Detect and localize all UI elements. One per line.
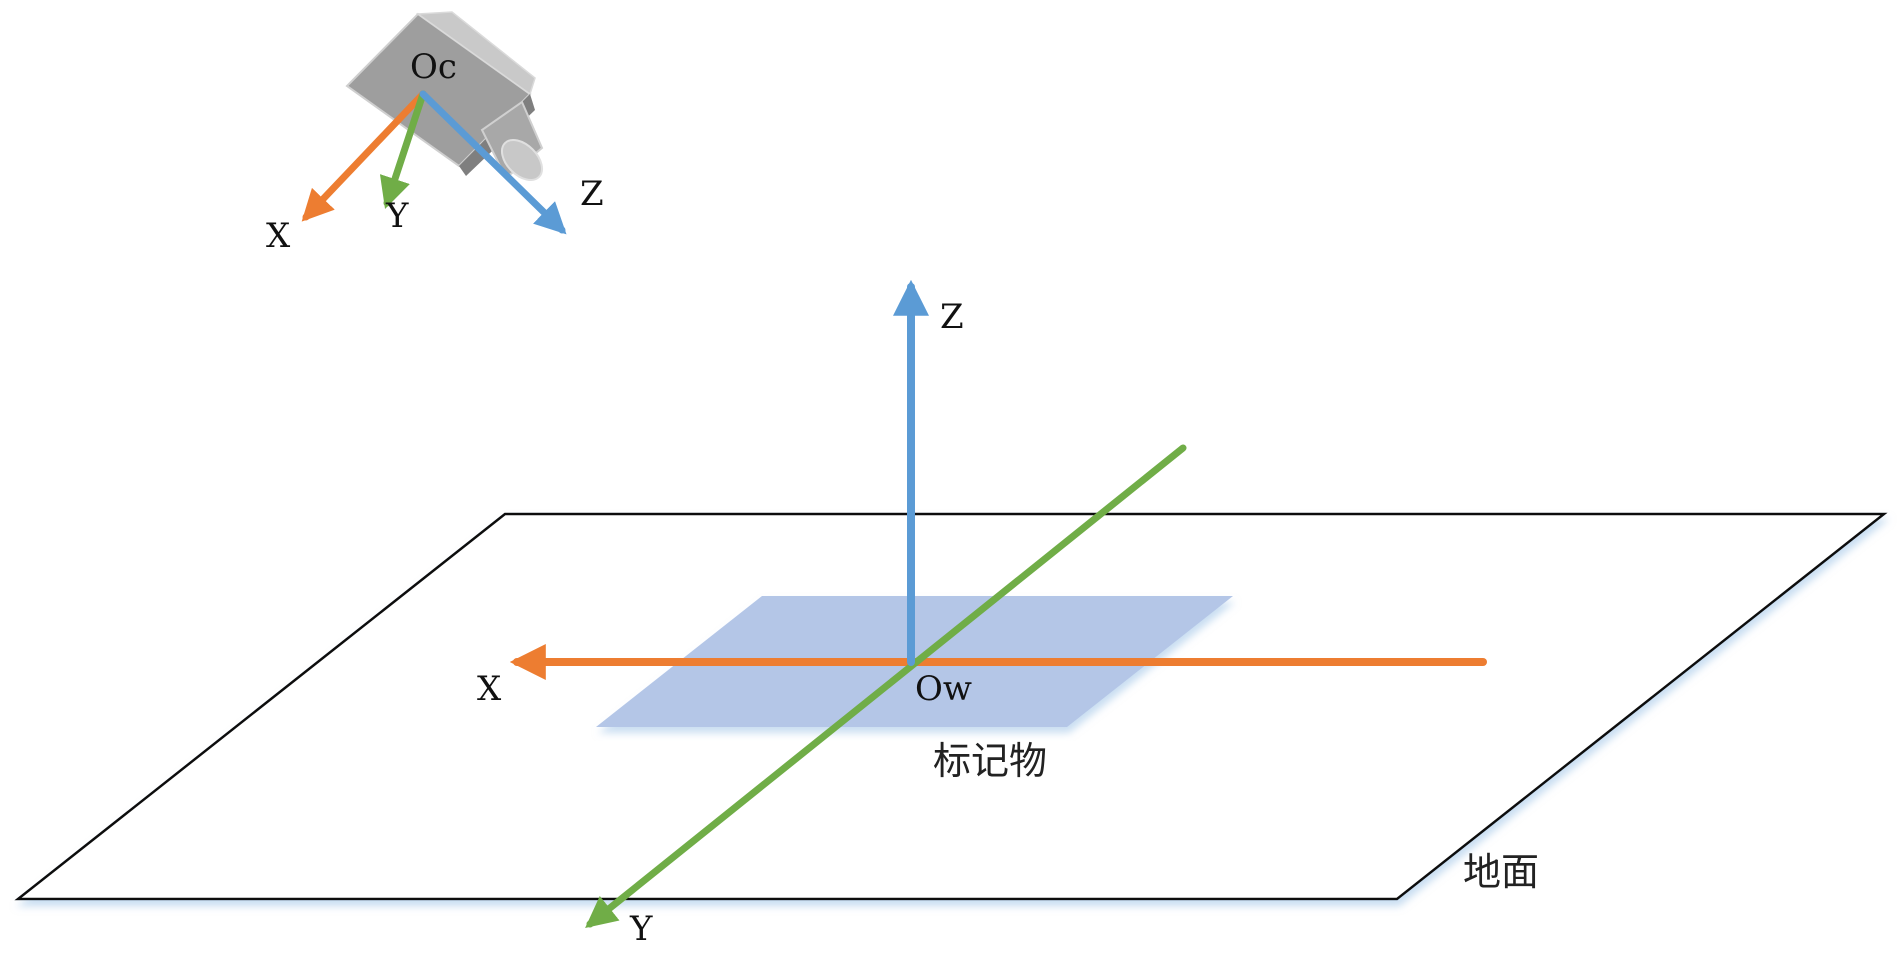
camera-origin-label: Oc bbox=[410, 47, 457, 87]
world-y-label: Y bbox=[629, 909, 653, 949]
world-z-label: Z bbox=[940, 297, 964, 337]
camera-y-label: Y bbox=[385, 196, 409, 236]
ground-label: 地面 bbox=[1463, 850, 1539, 894]
world-x-label: X bbox=[477, 669, 502, 709]
camera-y-axis bbox=[379, 90, 427, 209]
camera-x-axis bbox=[301, 90, 427, 222]
camera-z-label: Z bbox=[580, 174, 604, 214]
marker-label: 标记物 bbox=[933, 739, 1047, 783]
camera-z-axis bbox=[419, 90, 567, 235]
camera-icon bbox=[345, 11, 544, 182]
camera-x-label: X bbox=[266, 216, 291, 256]
world-origin-label: Ow bbox=[915, 669, 972, 709]
world-y-axis bbox=[585, 444, 1187, 928]
